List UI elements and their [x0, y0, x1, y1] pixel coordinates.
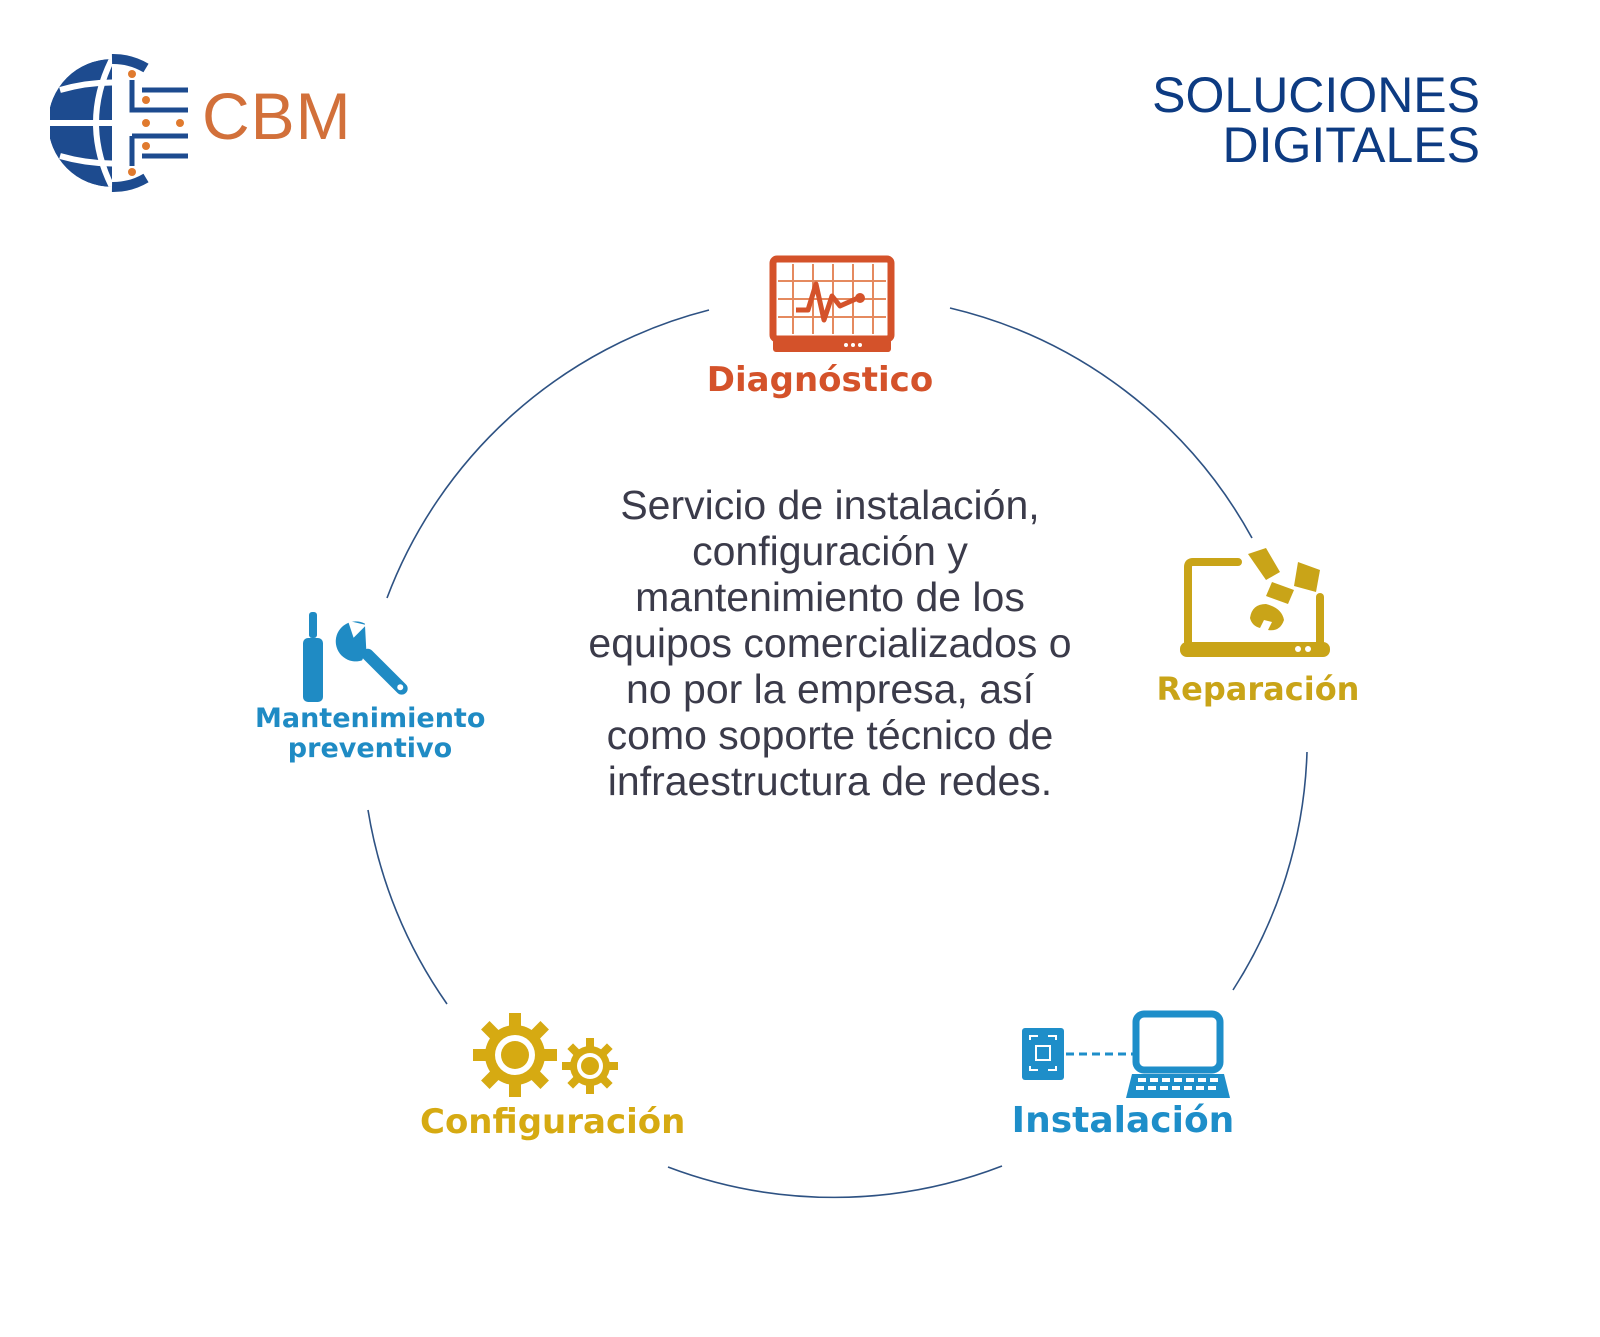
node-mantenimiento: Mantenimiento preventivo: [255, 612, 485, 792]
label-mantenimiento-line1: Mantenimiento: [255, 703, 486, 734]
label-reparacion: Reparación: [1156, 670, 1360, 708]
globe-circuit-icon: [48, 54, 188, 192]
gears-icon: [473, 1013, 618, 1097]
company-logo: CBM: [48, 50, 370, 200]
node-reparacion: Reparación: [1148, 542, 1368, 742]
monitor-heartbeat-icon: [769, 255, 895, 352]
tagline-line1: SOLUCIONES: [1152, 67, 1480, 123]
computer-install-icon: [1022, 1010, 1230, 1098]
laptop-repair-icon: [1180, 548, 1330, 657]
center-description: Servicio de instalación, configuración y…: [588, 482, 1072, 804]
tagline-line2: DIGITALES: [1222, 117, 1480, 173]
label-diagnostico: Diagnóstico: [706, 360, 934, 400]
node-diagnostico: Diagnóstico: [700, 248, 940, 438]
ring-arc-bottom-left: [367, 809, 448, 1005]
node-instalacion: Instalación: [1008, 1008, 1238, 1148]
screwdriver-wrench-icon: [303, 612, 408, 702]
label-mantenimiento: Mantenimiento preventivo: [255, 704, 485, 764]
logo-text: CBM: [202, 79, 352, 153]
ring-arc-left-top: [386, 309, 710, 599]
ring-arc-bottom: [667, 1165, 1003, 1199]
ring-arc-top-right: [949, 307, 1253, 539]
label-mantenimiento-line2: preventivo: [287, 733, 453, 764]
ring-arc-right: [1232, 751, 1308, 991]
label-configuracion: Configuración: [420, 1102, 686, 1142]
tagline: SOLUCIONES DIGITALES: [1152, 70, 1480, 170]
label-instalacion: Instalación: [1011, 1100, 1235, 1141]
node-configuracion: Configuración: [420, 1010, 686, 1150]
